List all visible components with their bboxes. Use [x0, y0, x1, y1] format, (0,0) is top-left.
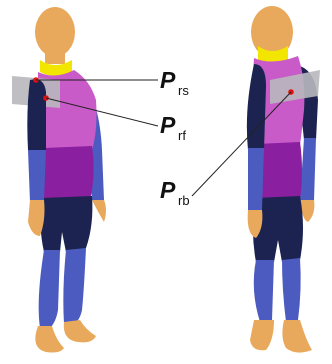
front-belly: [42, 146, 94, 202]
label-rf-main: P: [160, 112, 176, 138]
back-near-forearm: [248, 148, 264, 212]
label-rf-sub: rf: [178, 128, 186, 143]
front-left-foot: [35, 326, 64, 353]
label-rf: P rf: [160, 112, 186, 143]
front-back-hand: [92, 200, 106, 222]
front-left-shin: [39, 250, 60, 328]
label-rb: P rb: [160, 177, 190, 208]
label-rs-main: P: [160, 67, 176, 93]
front-legs: [40, 196, 92, 252]
front-right-shin: [63, 248, 86, 324]
front-near-forearm: [28, 150, 46, 202]
label-rs: P rs: [160, 67, 189, 98]
label-rb-sub: rb: [178, 193, 190, 208]
back-near-sleeve: [247, 64, 266, 150]
back-far-forearm: [300, 138, 316, 200]
back-left-foot: [250, 320, 274, 350]
back-left-shin: [254, 260, 274, 322]
front-near-sleeve: [27, 79, 46, 150]
label-rb-main: P: [160, 177, 176, 203]
front-right-foot: [64, 320, 96, 342]
front-figure: [12, 7, 106, 353]
back-figure: [247, 6, 320, 353]
front-neck: [45, 48, 65, 64]
back-right-shin: [282, 258, 301, 322]
back-right-foot: [282, 320, 312, 353]
label-rs-sub: rs: [178, 83, 189, 98]
